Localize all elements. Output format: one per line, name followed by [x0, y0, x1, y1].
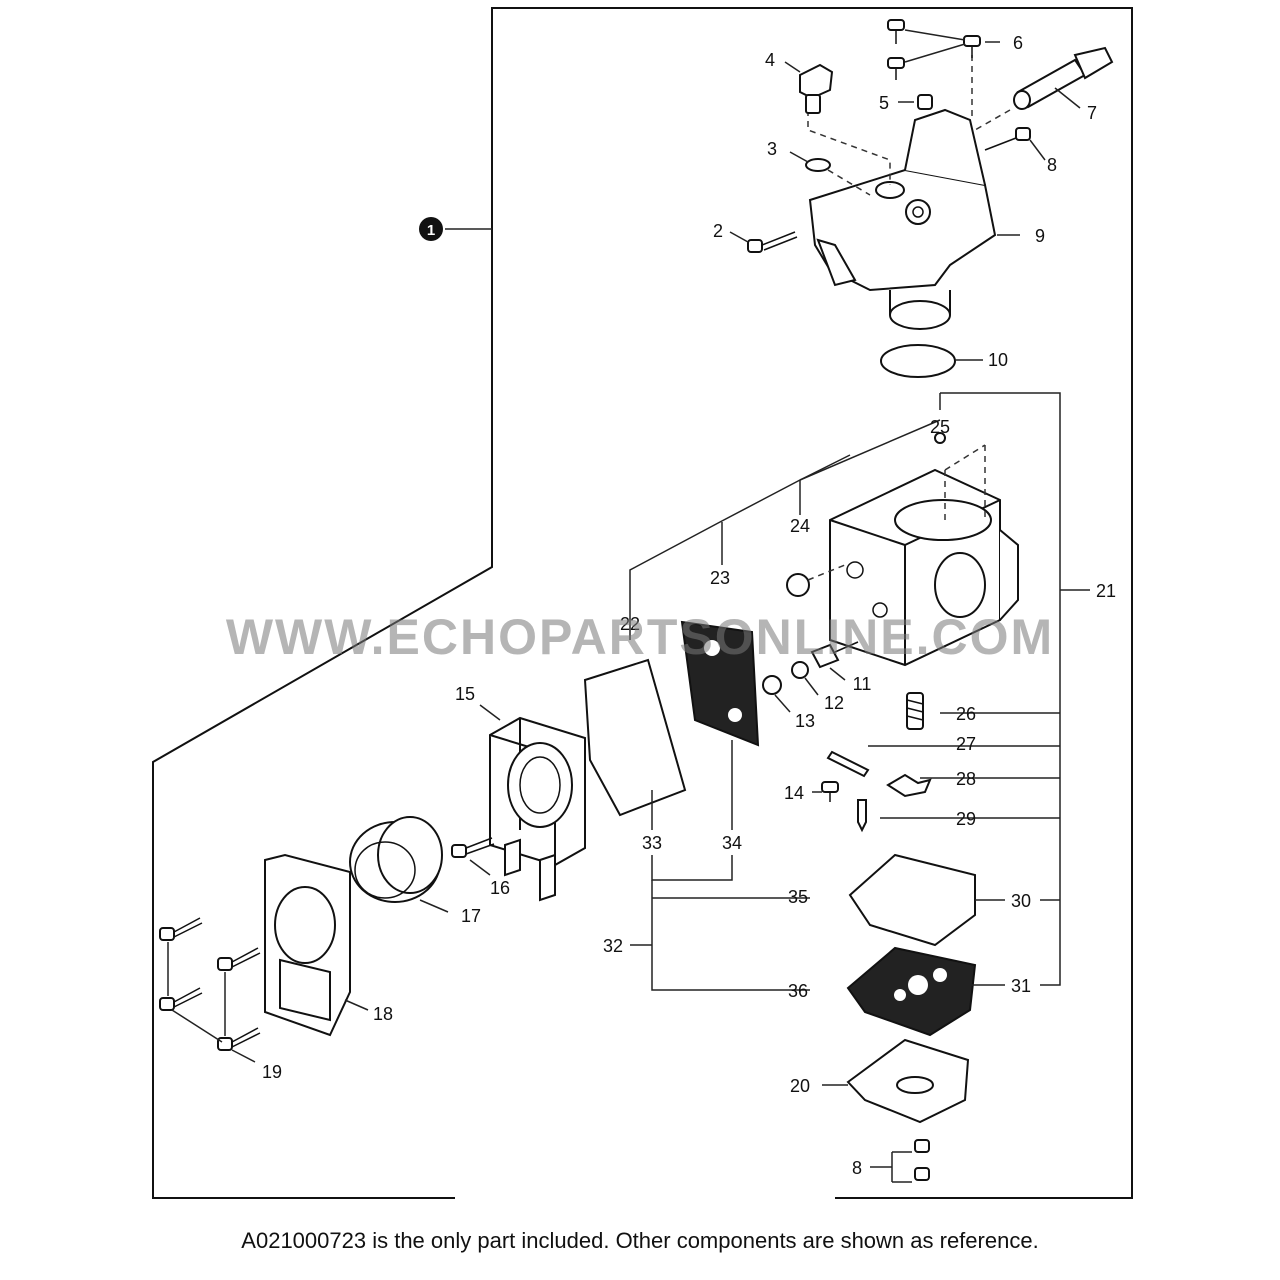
diagram-caption: A021000723 is the only part included. Ot… — [241, 1228, 1039, 1253]
screw-19-group — [159, 917, 261, 1051]
label-part-5: 5 — [879, 93, 889, 113]
label-part-31: 31 — [1011, 976, 1031, 996]
lever-28 — [886, 773, 932, 798]
guide-line-3 — [827, 169, 871, 196]
label-part-7: 7 — [1087, 103, 1097, 123]
guide-line-4 — [807, 110, 891, 185]
primer-body-15 — [489, 716, 586, 902]
label-part-8-top: 8 — [1047, 155, 1057, 175]
label-part-9: 9 — [1035, 226, 1045, 246]
spring-26 — [906, 692, 924, 730]
screw-2 — [747, 231, 798, 253]
pin-27 — [826, 750, 870, 778]
label-part-10: 10 — [988, 350, 1008, 370]
label-part-32: 32 — [603, 936, 623, 956]
assembly-frame — [152, 7, 1133, 1199]
throttle-plate-body — [808, 108, 997, 330]
label-part-6: 6 — [1013, 33, 1023, 53]
label-part-35: 35 — [788, 887, 808, 907]
label-part-22: 22 — [620, 614, 640, 634]
pump-cover-20 — [846, 1038, 970, 1124]
label-part-8-bottom: 8 — [852, 1158, 862, 1178]
label-part-4: 4 — [765, 50, 775, 70]
diaphragm-36 — [846, 946, 977, 1037]
label-part-12: 12 — [824, 693, 844, 713]
label-part-14: 14 — [784, 783, 804, 803]
bracket-plate-18 — [264, 853, 351, 1037]
label-part-34: 34 — [722, 833, 742, 853]
diaphragm-23 — [680, 620, 760, 747]
guide-line-7 — [974, 109, 1011, 131]
gasket-35 — [848, 853, 976, 947]
label-part-33: 33 — [642, 833, 662, 853]
seal-12 — [791, 661, 809, 679]
cap-5 — [917, 94, 933, 110]
label-part-24: 24 — [790, 516, 810, 536]
idle-screw-4 — [799, 63, 834, 114]
bracket-33-34 — [651, 855, 733, 881]
assembly-badge-number: 1 — [427, 222, 435, 239]
label-part-28: 28 — [956, 769, 976, 789]
label-part-36: 36 — [788, 981, 808, 1001]
label-part-20: 20 — [790, 1076, 810, 1096]
bracket-22-23-24 — [629, 454, 851, 640]
bracket-21 — [940, 392, 1061, 986]
screw-14 — [821, 781, 839, 802]
ball-25 — [934, 432, 946, 444]
label-part-23: 23 — [710, 568, 730, 588]
label-part-18: 18 — [373, 1004, 393, 1024]
screw-8-top — [984, 127, 1031, 151]
label-part-25: 25 — [930, 417, 950, 437]
carburetor-body-24 — [829, 468, 1019, 667]
o-ring-10 — [880, 344, 956, 378]
label-part-15: 15 — [455, 684, 475, 704]
welch-plug-24 — [786, 573, 810, 597]
screw-6-group — [887, 19, 981, 80]
label-part-19: 19 — [262, 1062, 282, 1082]
screw-16 — [451, 837, 495, 858]
clip-3 — [805, 158, 831, 172]
label-part-2: 2 — [713, 221, 723, 241]
needle-29 — [857, 799, 867, 833]
label-part-26: 26 — [956, 704, 976, 724]
label-part-17: 17 — [461, 906, 481, 926]
primer-bulb-17 — [349, 816, 443, 903]
guide-line-25 — [944, 444, 986, 520]
label-part-13: 13 — [795, 711, 815, 731]
needle-11 — [810, 641, 859, 669]
screw-8-bottom — [914, 1139, 930, 1181]
label-part-11: 11 — [853, 674, 872, 694]
assembly-badge-circle — [419, 217, 443, 241]
label-part-27: 27 — [956, 734, 976, 754]
label-part-16: 16 — [490, 878, 510, 898]
shaft-7 — [1013, 46, 1114, 110]
label-part-29: 29 — [956, 809, 976, 829]
seal-13 — [762, 675, 782, 695]
label-part-30: 30 — [1011, 891, 1031, 911]
gasket-22 — [583, 658, 687, 817]
label-part-3: 3 — [767, 139, 777, 159]
label-part-21: 21 — [1096, 581, 1116, 601]
